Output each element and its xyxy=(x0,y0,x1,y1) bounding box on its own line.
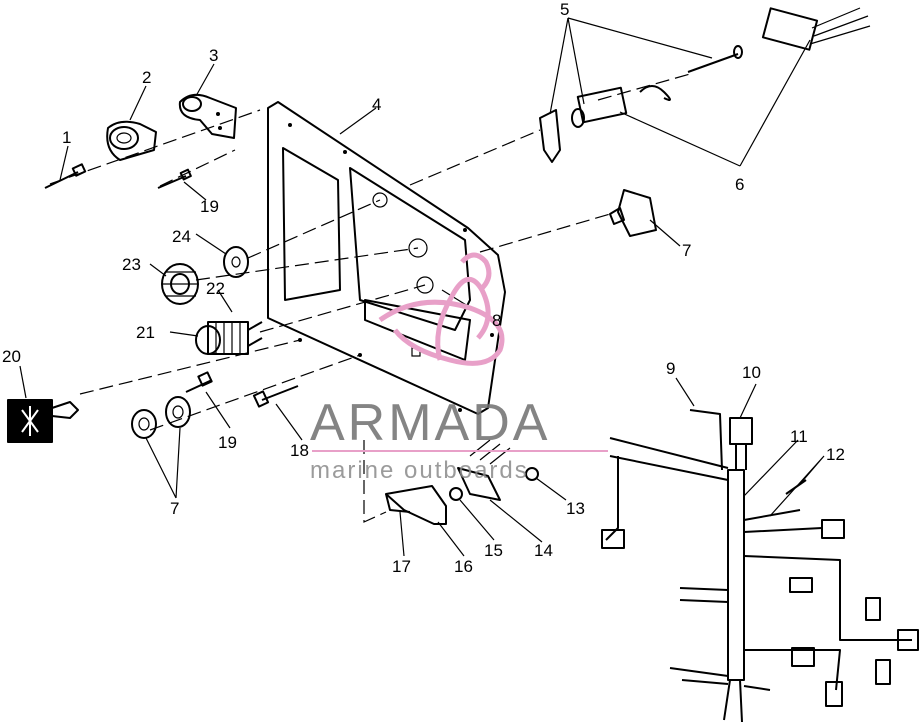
callout-20: 20 xyxy=(2,347,21,366)
callout-12: 12 xyxy=(826,445,845,464)
switch-assembly-part-5-6 xyxy=(539,7,871,163)
bracket-part-3 xyxy=(178,93,237,139)
callout-3: 3 xyxy=(209,46,218,65)
callout-17: 17 xyxy=(392,557,411,576)
callout-7-nut: 7 xyxy=(170,499,179,518)
assembly-lines xyxy=(49,73,691,523)
callout-6: 6 xyxy=(735,175,744,194)
callout-21: 21 xyxy=(136,323,155,342)
callout-5: 5 xyxy=(560,0,569,19)
callout-4: 4 xyxy=(372,95,381,114)
screw-part-19-lower xyxy=(185,371,213,393)
watermark-tagline: marine outboards xyxy=(310,457,529,484)
watermark-brand: ARMADA xyxy=(310,394,550,452)
callout-19-lower: 19 xyxy=(218,433,237,452)
screw-part-1 xyxy=(44,163,87,189)
callout-8: 8 xyxy=(492,311,501,330)
leader-lines xyxy=(19,17,825,557)
armada-logo-icon xyxy=(378,252,505,366)
wiring-harness-part-9-12 xyxy=(601,409,919,723)
terminal-block-part-13-17 xyxy=(385,439,539,525)
armada-watermark: ARMADA marine outboards xyxy=(310,252,608,484)
washer-part-24 xyxy=(223,246,249,278)
callout-23: 23 xyxy=(122,255,141,274)
callout-24: 24 xyxy=(172,227,191,246)
callout-1: 1 xyxy=(62,128,71,147)
ignition-switch-part-21-22 xyxy=(195,321,263,355)
callout-labels: 1 2 3 4 5 6 7 7 8 9 10 11 12 13 14 15 16… xyxy=(2,0,845,576)
bolt-part-18 xyxy=(252,385,299,408)
callout-2: 2 xyxy=(142,68,151,87)
callout-22: 22 xyxy=(206,279,225,298)
callout-19-upper: 19 xyxy=(200,197,219,216)
key-part-20 xyxy=(7,399,79,443)
mounting-plate xyxy=(267,101,506,415)
toggle-switch-part-7 xyxy=(609,189,657,237)
nut-washer-part-7-lower xyxy=(131,396,191,439)
bracket-part-2 xyxy=(106,120,157,161)
callout-18: 18 xyxy=(290,441,309,460)
callout-15: 15 xyxy=(484,541,503,560)
callout-16: 16 xyxy=(454,557,473,576)
callout-14: 14 xyxy=(534,541,553,560)
callout-7-toggle: 7 xyxy=(682,241,691,260)
callout-9: 9 xyxy=(666,359,675,378)
screw-part-19-upper xyxy=(157,168,192,189)
callout-10: 10 xyxy=(742,363,761,382)
callout-11: 11 xyxy=(790,427,808,446)
callout-13: 13 xyxy=(566,499,585,518)
nut-part-23 xyxy=(161,263,199,305)
